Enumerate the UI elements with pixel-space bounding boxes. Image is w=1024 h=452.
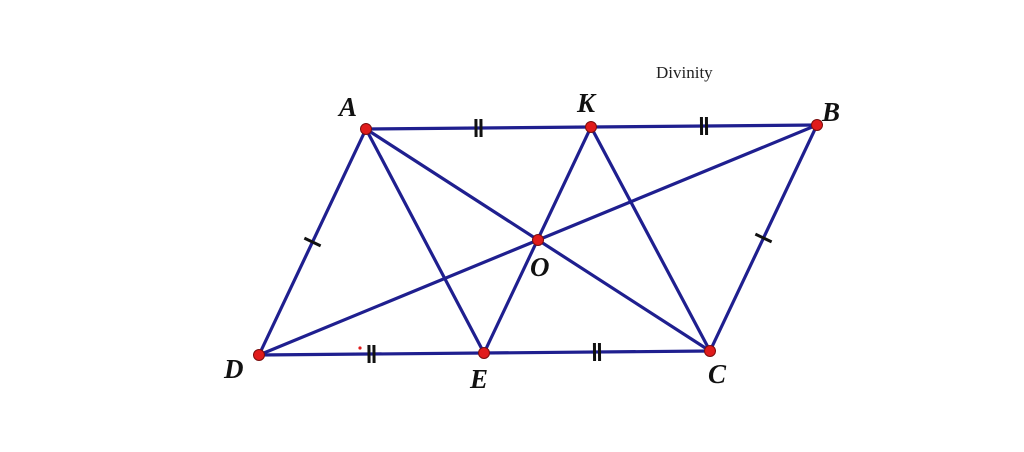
segment-AE — [364, 127, 486, 355]
point-E — [478, 347, 490, 359]
segment-DE — [257, 351, 486, 357]
points-layer — [253, 119, 823, 361]
point-labels: A K B O D E C — [223, 88, 840, 394]
label-D: D — [223, 354, 244, 384]
segment-EC — [482, 349, 712, 355]
label-C: C — [708, 359, 727, 389]
watermark-text: Divinity — [656, 63, 713, 82]
point-D — [253, 349, 265, 361]
single-tick-AD — [303, 236, 322, 248]
segment-KC — [589, 125, 712, 353]
label-K: K — [576, 88, 597, 118]
point-K — [585, 121, 597, 133]
segment-AK — [364, 125, 593, 131]
point-A — [360, 123, 372, 135]
point-O — [532, 234, 544, 246]
label-B: B — [821, 97, 840, 127]
segment-KB — [589, 123, 819, 129]
label-A: A — [337, 92, 357, 122]
point-C — [704, 345, 716, 357]
single-tick-BC — [754, 232, 773, 244]
stray-dot — [358, 346, 362, 350]
equal-length-marks — [303, 116, 773, 364]
label-O: O — [530, 252, 550, 282]
point-B — [811, 119, 823, 131]
label-E: E — [469, 364, 488, 394]
